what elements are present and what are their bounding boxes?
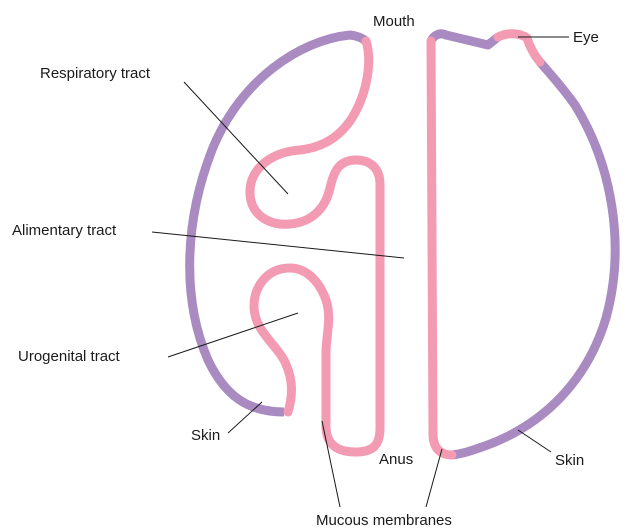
skin-right-leader: [518, 430, 551, 452]
label-mucous-membranes: Mucous membranes: [316, 512, 452, 529]
mucous-membranes-leader-right: [426, 449, 442, 507]
skin-right-outline: [431, 34, 615, 455]
eye-mucosa: [498, 34, 540, 62]
label-respiratory-tract: Respiratory tract: [40, 65, 151, 82]
label-mouth: Mouth: [373, 13, 415, 30]
label-urogenital-tract: Urogenital tract: [18, 348, 121, 365]
label-skin-right: Skin: [555, 452, 584, 469]
label-alimentary-tract: Alimentary tract: [12, 222, 117, 239]
right-tract-mucosa: [431, 41, 452, 455]
label-eye: Eye: [573, 29, 599, 46]
label-anus: Anus: [379, 451, 413, 468]
label-skin-left: Skin: [191, 427, 220, 444]
left-tract-mucosa: [250, 41, 380, 452]
